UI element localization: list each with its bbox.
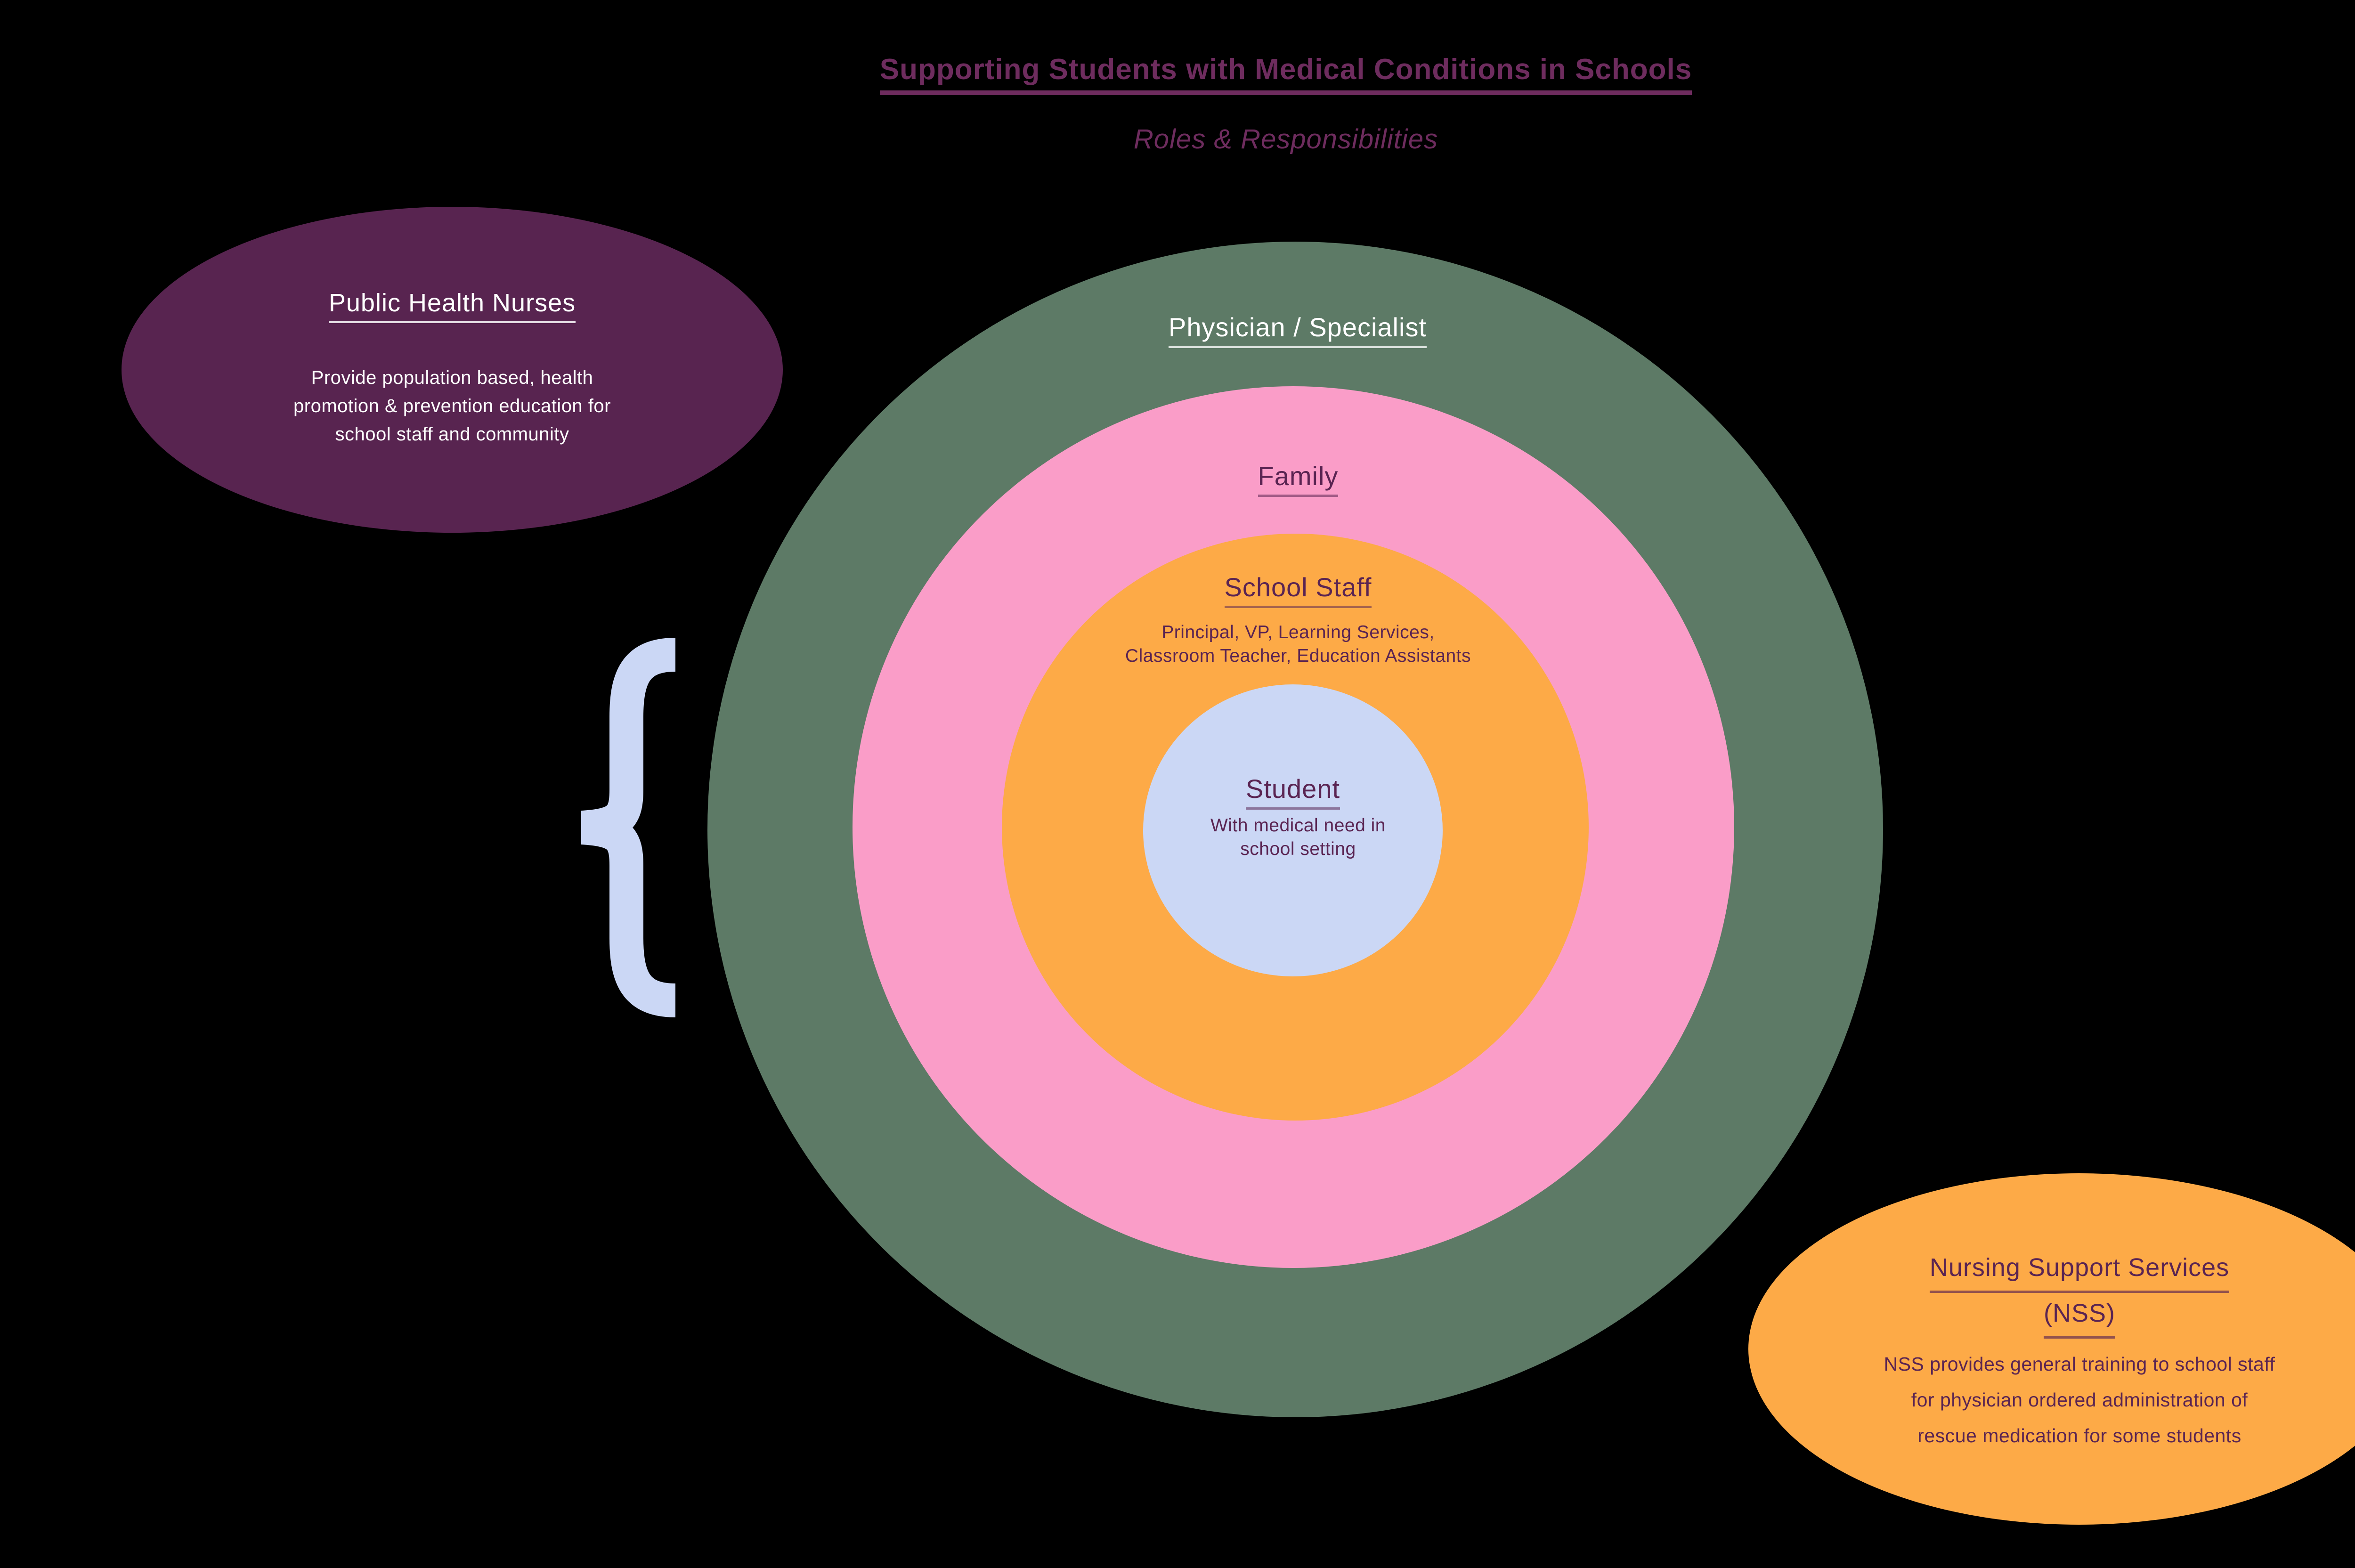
ring-school-staff-detail: Principal, VP, Learning Services, Classr… (1013, 621, 1584, 668)
ring-student (1143, 684, 1443, 976)
curly-brace-icon (557, 638, 678, 1017)
nursing-support-services-description: NSS provides general training to school … (1790, 1346, 2355, 1454)
nss-title-line: Nursing Support Services (1929, 1247, 2230, 1293)
phn-body-line: promotion & prevention education for (293, 396, 611, 416)
nss-body-line: rescue medication for some students (1917, 1425, 2241, 1446)
ring-physician-label: Physician / Specialist (1039, 312, 1557, 348)
phn-body-line: school staff and community (335, 424, 569, 445)
ring-family-label: Family (1039, 461, 1557, 497)
page-title-text: Supporting Students with Medical Conditi… (879, 53, 1692, 95)
public-health-nurses-title: Public Health Nurses (141, 288, 763, 323)
public-health-nurses-bubble (122, 207, 783, 533)
ring-school-staff-label: School Staff (1039, 572, 1557, 608)
nursing-support-services-bubble (1748, 1173, 2355, 1525)
phn-body-line: Provide population based, health (311, 367, 593, 388)
school-staff-detail-line: Classroom Teacher, Education Assistants (1125, 646, 1471, 666)
ring-student-label: Student (1034, 773, 1552, 810)
public-health-nurses-title-text: Public Health Nurses (328, 288, 576, 323)
nss-body-line: for physician ordered administration of (1911, 1389, 2248, 1411)
student-detail-line: With medical need in (1210, 815, 1386, 836)
nursing-support-services-title: Nursing Support Services (NSS) (1785, 1247, 2355, 1339)
page-subtitle: Roles & Responsibilities (1133, 124, 1438, 154)
ring-student-detail: With medical need in school setting (1110, 814, 1486, 861)
student-detail-line: school setting (1240, 839, 1356, 859)
page-title: Supporting Students with Medical Conditi… (777, 53, 1795, 95)
public-health-nurses-description: Provide population based, health promoti… (179, 364, 725, 448)
school-staff-detail-line: Principal, VP, Learning Services, (1161, 622, 1435, 642)
nss-body-line: NSS provides general training to school … (1884, 1353, 2275, 1375)
nss-title-line: (NSS) (2044, 1293, 2115, 1339)
